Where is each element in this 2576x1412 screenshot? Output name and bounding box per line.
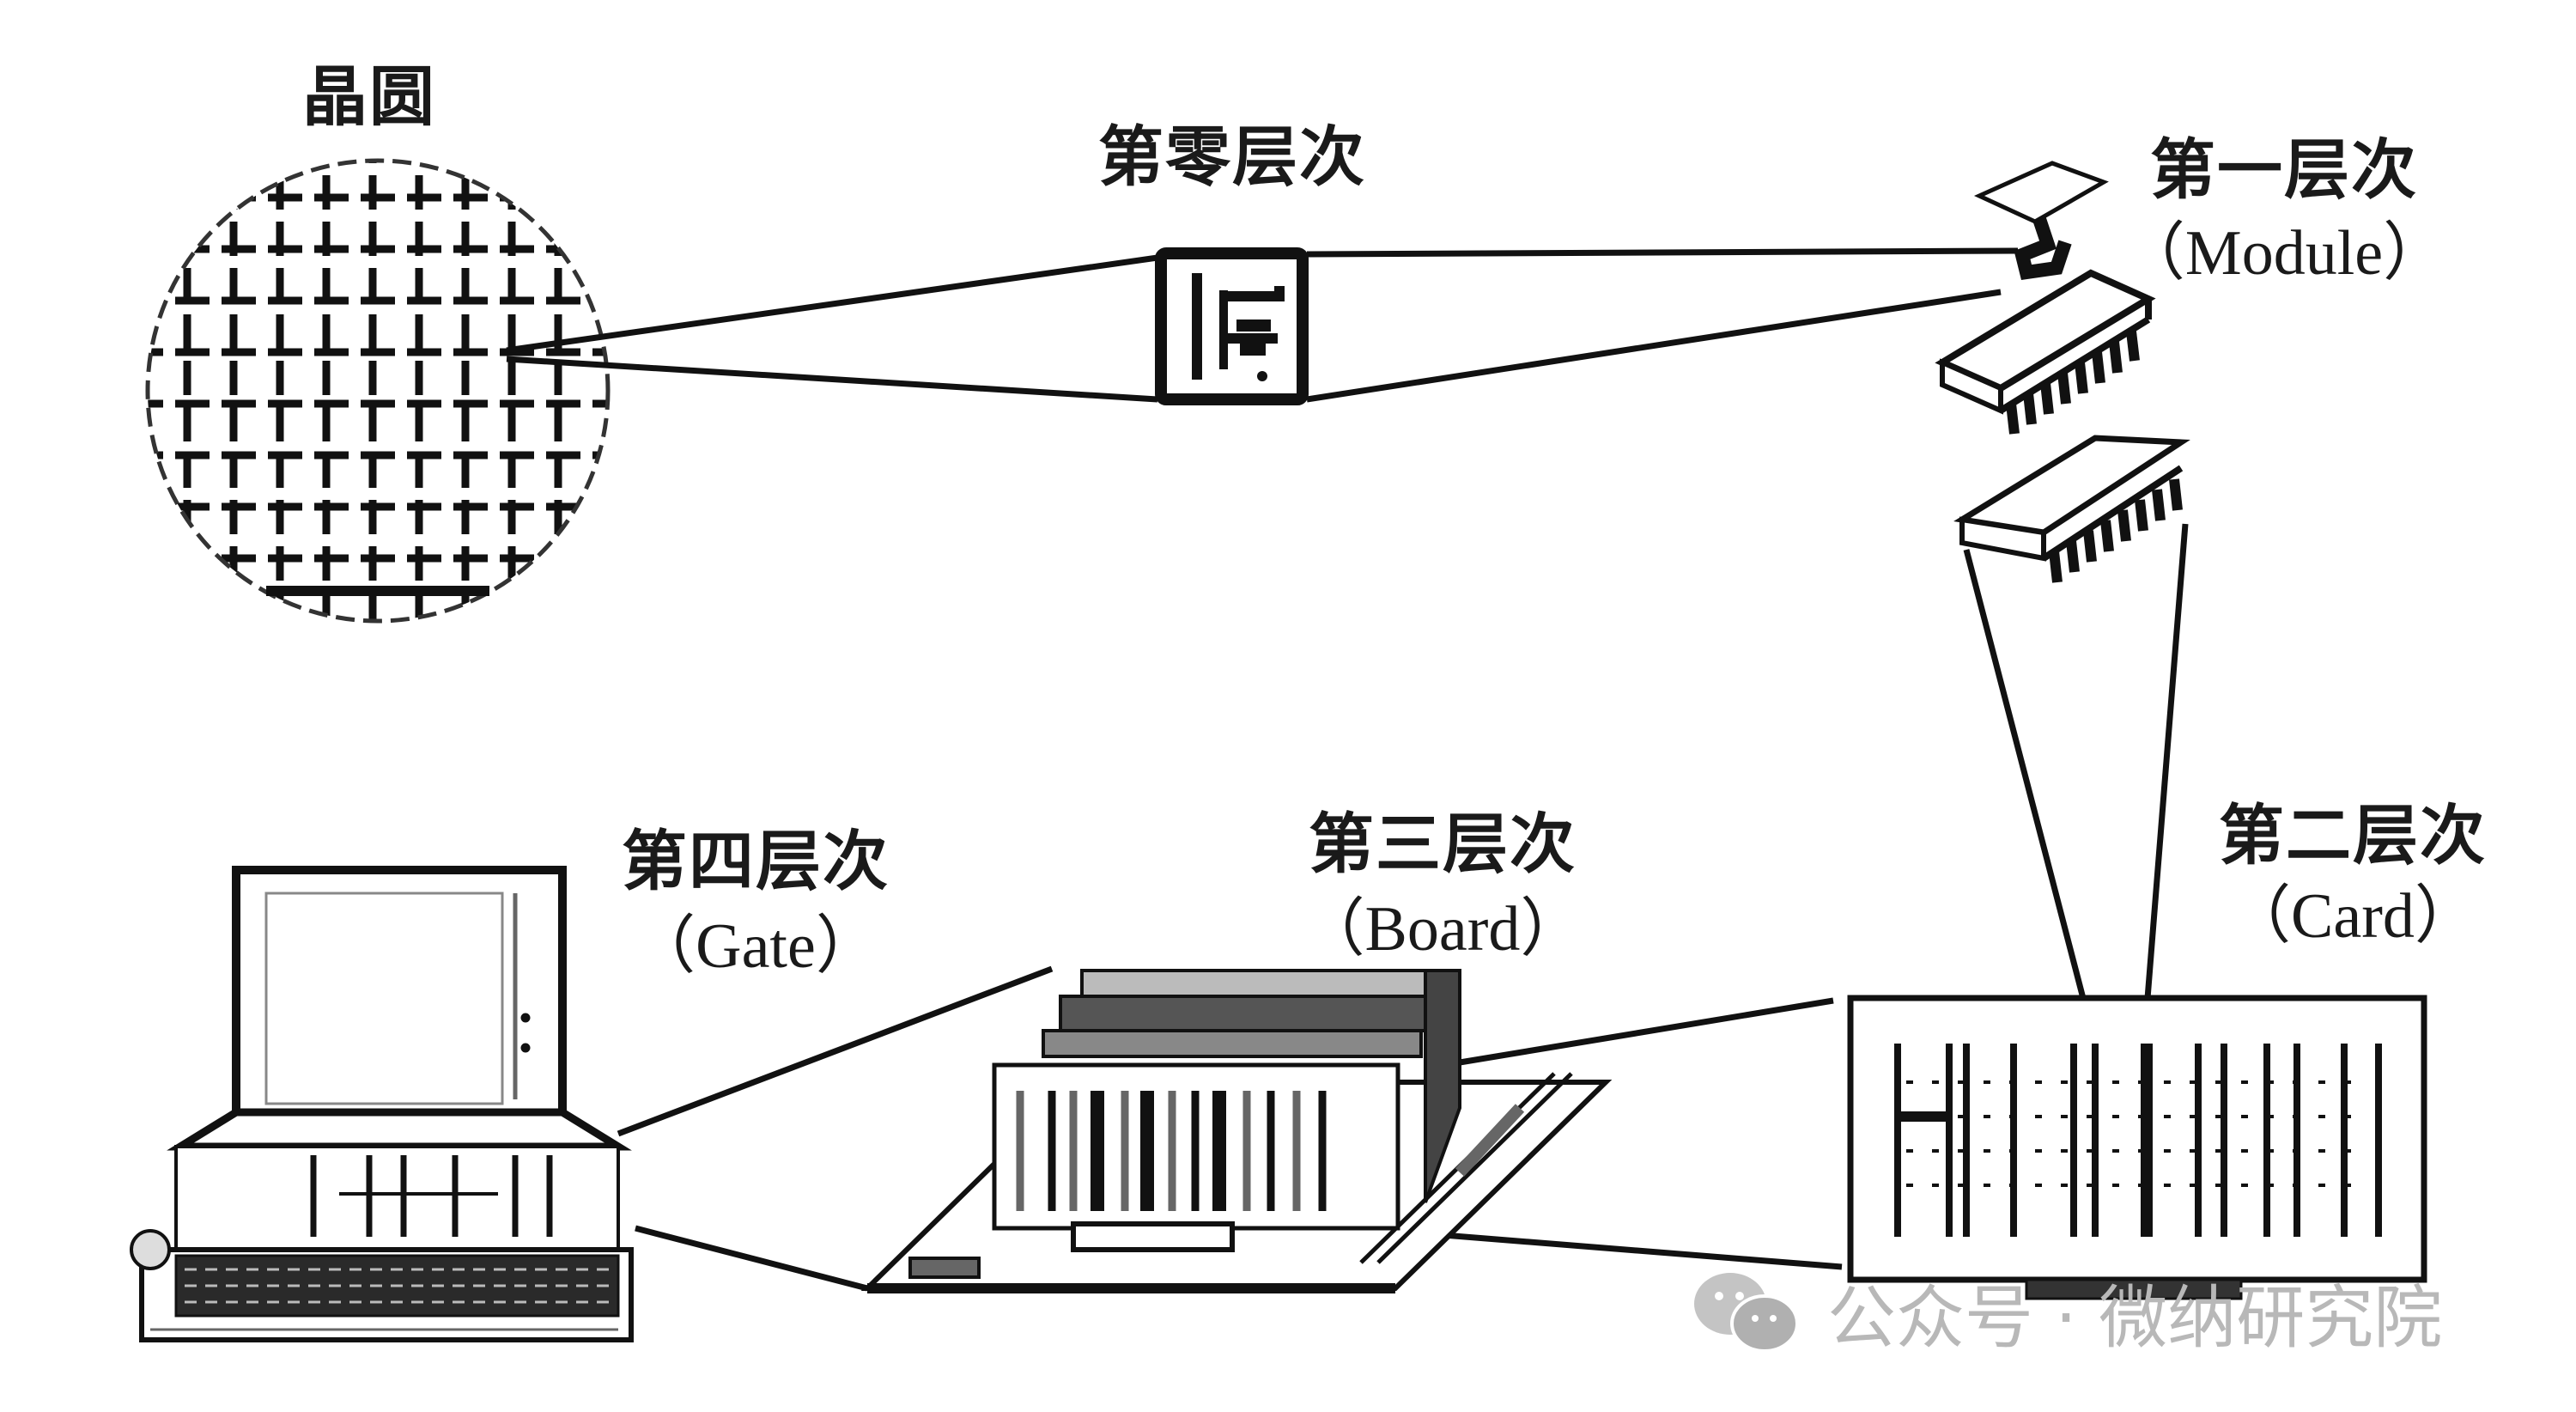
die-chip-illustration — [1155, 247, 1309, 405]
label-level3: 第三层次 — [1309, 806, 1577, 882]
connector-die-to-module — [1306, 247, 2019, 403]
label-level2: 第二层次 — [2219, 797, 2487, 873]
wechat-icon — [1683, 1265, 1812, 1360]
card-pcb-illustration — [1847, 995, 2427, 1300]
board-chassis-illustration — [860, 969, 1613, 1293]
wafer-illustration — [145, 158, 611, 624]
label-level1: 第一层次 — [2150, 131, 2418, 208]
label-level2-sub: （Card） — [2227, 881, 2478, 952]
connector-board-to-gate — [617, 965, 1054, 1292]
connector-module-to-card — [1963, 523, 2189, 1010]
watermark-text: 公众号 · 微纳研究院 — [1827, 1278, 2443, 1358]
label-level3-sub: （Board） — [1301, 894, 1584, 965]
label-level4-sub: （Gate） — [632, 911, 879, 982]
label-level1-sub: （Module） — [2121, 218, 2447, 289]
label-level0: 第零层次 — [1098, 119, 1366, 195]
label-wafer: 晶圆 — [302, 58, 436, 135]
connector-wafer-to-die — [506, 254, 1158, 403]
connector-card-to-board — [1377, 997, 1843, 1270]
computer-system-illustration — [130, 866, 634, 1342]
watermark: 公众号 · 微纳研究院 — [1683, 1263, 2442, 1362]
module-ic-package-illustration — [1935, 161, 2190, 583]
label-level4: 第四层次 — [622, 823, 890, 899]
